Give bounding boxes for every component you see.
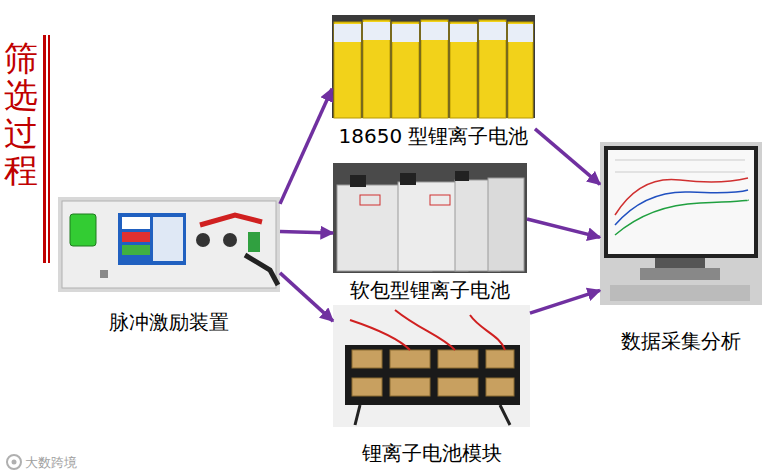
photo-caption: 18650 型锂离子电池 xyxy=(332,124,535,149)
photo-area xyxy=(333,305,530,441)
photo-node: 锂离子电池模块 xyxy=(333,305,530,466)
photo-area xyxy=(600,142,762,329)
pulse-device-photo xyxy=(58,197,280,292)
watermark: 大数跨境 xyxy=(25,454,77,472)
monitor-photo xyxy=(600,142,762,305)
photo-node: 18650 型锂离子电池 xyxy=(332,15,535,149)
watermark-logo xyxy=(7,455,21,469)
photo-caption: 数据采集分析 xyxy=(600,329,762,354)
vertical-title: 筛选过程 xyxy=(4,40,38,190)
photo-caption: 脉冲激励装置 xyxy=(58,310,280,335)
battery-module-photo xyxy=(333,305,530,427)
photo-node: 软包型锂离子电池 xyxy=(333,163,527,303)
flow-arrow xyxy=(280,273,333,321)
flow-arrow xyxy=(535,129,600,185)
photo-area xyxy=(333,163,527,278)
cylinder-cells-photo xyxy=(332,15,535,118)
flow-arrow xyxy=(527,219,600,237)
pouch-cells-photo xyxy=(333,163,527,273)
photo-area xyxy=(332,15,535,124)
photo-caption: 软包型锂离子电池 xyxy=(333,278,527,303)
photo-caption: 锂离子电池模块 xyxy=(333,441,530,466)
title-bar xyxy=(43,35,46,263)
title-bar xyxy=(48,35,50,263)
flow-arrow xyxy=(530,290,600,313)
photo-area xyxy=(58,197,280,310)
photo-node: 数据采集分析 xyxy=(600,142,762,354)
photo-node: 脉冲激励装置 xyxy=(58,197,280,335)
flow-arrow xyxy=(280,232,333,234)
flow-arrow xyxy=(280,89,332,204)
